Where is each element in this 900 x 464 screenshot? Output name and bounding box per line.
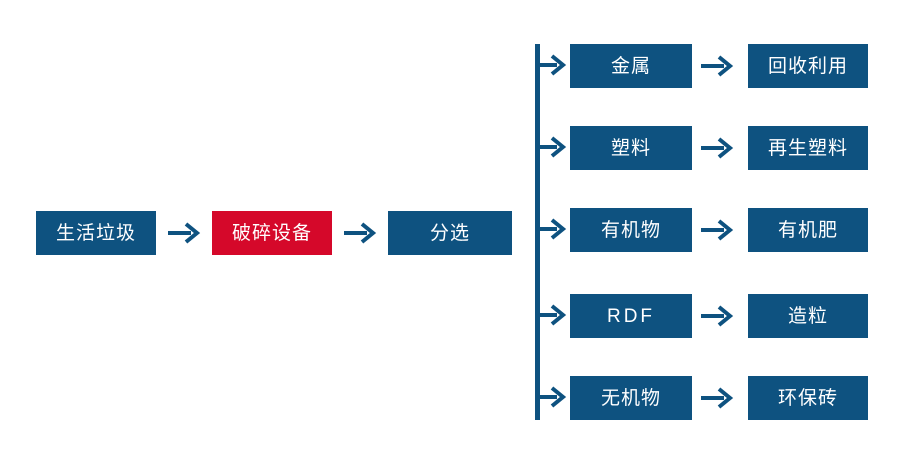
branch-stub-arrow-5-icon [535, 384, 567, 410]
node-product-eco-brick[interactable]: 环保砖 [748, 376, 868, 420]
node-sorting[interactable]: 分选 [388, 211, 512, 255]
node-fraction-rdf[interactable]: RDF [570, 294, 692, 338]
arrow-waste-to-crusher-icon [167, 220, 201, 246]
arrow-plastic-to-recycled-plastic-icon [700, 135, 734, 161]
node-product-organic-fertilizer[interactable]: 有机肥 [748, 208, 868, 252]
arrow-inorganic-to-eco-brick-icon [700, 385, 734, 411]
node-household-waste[interactable]: 生活垃圾 [36, 211, 156, 255]
node-product-pelletizing[interactable]: 造粒 [748, 294, 868, 338]
node-fraction-inorganic[interactable]: 无机物 [570, 376, 692, 420]
distribution-trunk-line [535, 44, 540, 420]
branch-stub-arrow-3-icon [535, 216, 567, 242]
arrow-organic-to-fertilizer-icon [700, 217, 734, 243]
node-fraction-metal[interactable]: 金属 [570, 44, 692, 88]
node-product-recycling[interactable]: 回收利用 [748, 44, 868, 88]
node-product-recycled-plastic[interactable]: 再生塑料 [748, 126, 868, 170]
node-crushing-equipment[interactable]: 破碎设备 [212, 211, 332, 255]
arrow-rdf-to-pelletizing-icon [700, 303, 734, 329]
branch-stub-arrow-2-icon [535, 134, 567, 160]
node-fraction-plastic[interactable]: 塑料 [570, 126, 692, 170]
arrow-metal-to-recycling-icon [700, 53, 734, 79]
branch-stub-arrow-4-icon [535, 302, 567, 328]
arrow-crusher-to-sorting-icon [343, 220, 377, 246]
node-fraction-organic[interactable]: 有机物 [570, 208, 692, 252]
branch-stub-arrow-1-icon [535, 52, 567, 78]
